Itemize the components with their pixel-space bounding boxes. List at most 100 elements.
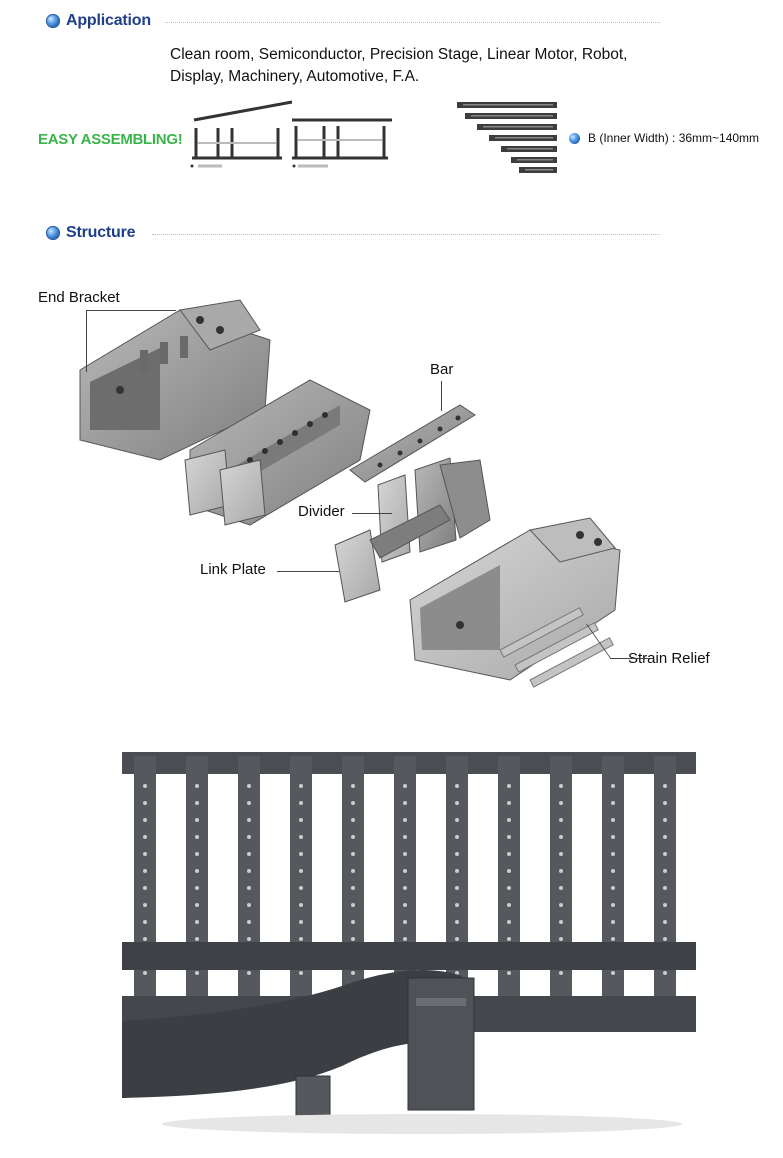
chain-hole xyxy=(559,784,563,788)
chain-hole xyxy=(455,801,459,805)
chain-hole xyxy=(403,937,407,941)
application-heading: Application xyxy=(46,10,151,32)
chain-hole xyxy=(507,869,511,873)
bullet-icon xyxy=(46,14,60,28)
chain-hole xyxy=(351,937,355,941)
application-line-2: Display, Machinery, Automotive, F.A. xyxy=(170,68,420,85)
chain-hole xyxy=(247,869,251,873)
label-divider: Divider xyxy=(298,503,345,520)
chain-hole xyxy=(143,971,147,975)
application-line-1: Clean room, Semiconductor, Precision Sta… xyxy=(170,46,628,63)
label-strain-relief: Strain Relief xyxy=(628,650,710,667)
chain-hole xyxy=(299,886,303,890)
chain-hole xyxy=(507,920,511,924)
chain-hole xyxy=(351,971,355,975)
chain-hole xyxy=(559,801,563,805)
chain-hole xyxy=(507,801,511,805)
chain-hole xyxy=(351,784,355,788)
chain-hole xyxy=(299,937,303,941)
label-link-plate: Link Plate xyxy=(200,561,266,578)
chain-hole xyxy=(455,784,459,788)
chain-hole xyxy=(403,903,407,907)
divider-line xyxy=(152,234,660,235)
chain-hole xyxy=(247,937,251,941)
chain-hole xyxy=(663,835,667,839)
chain-hole xyxy=(195,937,199,941)
bar-sizes-illustration xyxy=(457,102,557,173)
chain-hole xyxy=(403,852,407,856)
chain-hole xyxy=(195,818,199,822)
chain-hole xyxy=(143,886,147,890)
link-plate-parts xyxy=(184,379,371,526)
chain-hole xyxy=(351,920,355,924)
chain-hole xyxy=(611,886,615,890)
chain-hole xyxy=(299,920,303,924)
chain-hole xyxy=(611,818,615,822)
chain-hole xyxy=(299,801,303,805)
leader-line xyxy=(86,310,87,372)
inner-width-spec: B (Inner Width) : 36mm~140mm xyxy=(569,131,759,145)
leader-line xyxy=(352,513,392,514)
leader-line xyxy=(86,310,176,311)
chain-hole xyxy=(195,920,199,924)
leader-line xyxy=(277,571,339,572)
chain-hole xyxy=(611,852,615,856)
chain-hole xyxy=(559,971,563,975)
chain-hole xyxy=(247,903,251,907)
chain-hole xyxy=(403,869,407,873)
chain-hole xyxy=(611,835,615,839)
chain-hole xyxy=(403,818,407,822)
chain-hole xyxy=(559,937,563,941)
chain-hole xyxy=(403,784,407,788)
chain-hole xyxy=(507,971,511,975)
chain-hole xyxy=(351,903,355,907)
chain-hole xyxy=(299,818,303,822)
label-end-bracket: End Bracket xyxy=(38,289,120,306)
chain-hole xyxy=(299,971,303,975)
chain-hole xyxy=(351,835,355,839)
chain-hole xyxy=(663,869,667,873)
structure-heading: Structure xyxy=(46,222,136,244)
chain-hole xyxy=(663,852,667,856)
chain-hole xyxy=(663,818,667,822)
chain-hole xyxy=(351,886,355,890)
chain-hole xyxy=(455,920,459,924)
chain-hole xyxy=(507,886,511,890)
chain-hole xyxy=(247,784,251,788)
chain-hole xyxy=(195,835,199,839)
chain-hole xyxy=(403,801,407,805)
chain-hole xyxy=(507,903,511,907)
chain-hole xyxy=(403,886,407,890)
assembly-illustration xyxy=(190,100,392,168)
label-bar: Bar xyxy=(430,361,454,378)
chain-hole xyxy=(455,971,459,975)
chain-hole xyxy=(143,869,147,873)
chain-hole xyxy=(247,801,251,805)
chain-hole xyxy=(299,869,303,873)
chain-hole xyxy=(455,903,459,907)
chain-hole xyxy=(559,903,563,907)
bullet-icon xyxy=(569,132,580,144)
chain-hole xyxy=(455,869,459,873)
chain-hole xyxy=(559,869,563,873)
chain-hole xyxy=(455,818,459,822)
chain-hole xyxy=(195,784,199,788)
chain-hole xyxy=(247,971,251,975)
chain-hole xyxy=(143,784,147,788)
chain-hole xyxy=(611,784,615,788)
chain-hole xyxy=(299,852,303,856)
chain-hole xyxy=(663,971,667,975)
chain-hole xyxy=(455,937,459,941)
structure-exploded-view xyxy=(79,299,621,688)
leader-line xyxy=(441,381,442,411)
chain-hole xyxy=(455,886,459,890)
chain-hole xyxy=(247,886,251,890)
chain-hole xyxy=(143,835,147,839)
chain-hole xyxy=(299,835,303,839)
chain-hole xyxy=(507,818,511,822)
chain-hole xyxy=(351,801,355,805)
chain-hole xyxy=(195,903,199,907)
chain-hole xyxy=(403,835,407,839)
chain-hole xyxy=(663,886,667,890)
chain-hole xyxy=(559,852,563,856)
